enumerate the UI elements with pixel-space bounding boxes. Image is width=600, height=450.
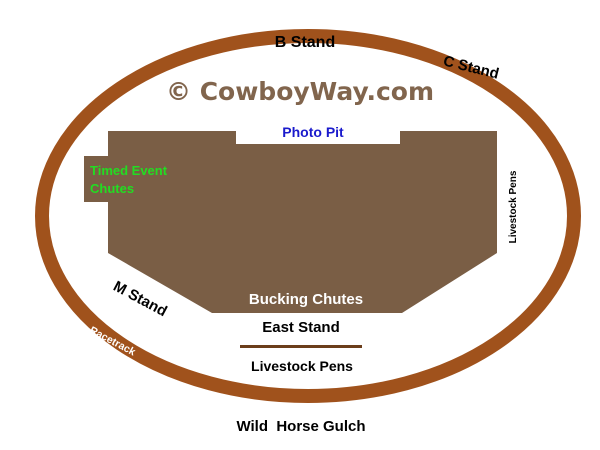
wild-horse-gulch-label: Wild Horse Gulch [236,418,365,435]
livestock-pens-right-label: Livestock Pens [508,170,519,243]
watermark: © CowboyWay.com [166,77,434,106]
b-stand-label: B Stand [275,34,335,51]
livestock-pens-bottom-label: Livestock Pens [251,358,353,374]
east-stand-label: East Stand [262,319,340,336]
timed-event-chutes-label-line1: Timed Event [90,163,168,178]
arena-floor [108,131,497,313]
timed-event-chutes-label-line2: Chutes [90,181,134,196]
bucking-chutes-label: Bucking Chutes [249,291,363,308]
timed-event-chutes-block [84,156,110,202]
racetrack-oval [35,29,581,403]
east-stand-divider [240,345,362,348]
m-stand-label: M Stand [110,278,169,320]
photo-pit-label: Photo Pit [282,124,344,140]
